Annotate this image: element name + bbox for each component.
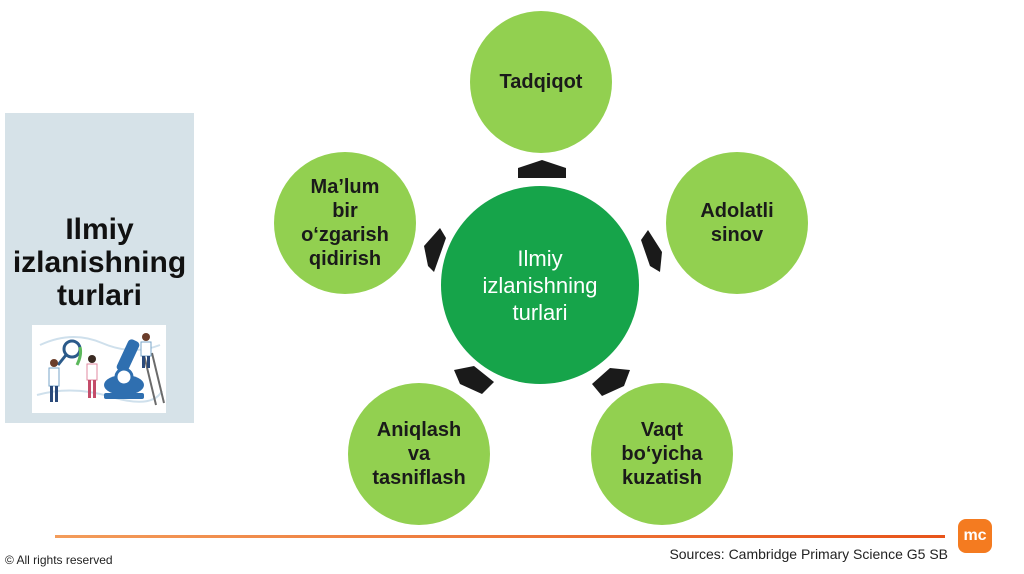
node-line: va bbox=[407, 443, 431, 465]
arrow-lower-left-icon bbox=[454, 366, 494, 394]
side-panel: Ilmiy izlanishning turlari bbox=[5, 113, 194, 423]
side-title-line: Ilmiy bbox=[65, 213, 134, 246]
node-adolatli-sinov: Adolatli sinov bbox=[666, 152, 808, 294]
sources-text: Sources: Cambridge Primary Science G5 SB bbox=[669, 546, 948, 562]
node-line: qidirish bbox=[308, 248, 382, 270]
scientists-illustration-icon bbox=[36, 333, 165, 406]
copyright-text: © All rights reserved bbox=[5, 553, 113, 567]
node-line: bo‘yicha bbox=[621, 443, 703, 465]
center-node: Ilmiy izlanishning turlari bbox=[441, 186, 639, 384]
mc-logo: mc bbox=[958, 519, 992, 553]
node-line: Aniqlash bbox=[376, 419, 462, 441]
node-line: bir bbox=[332, 200, 358, 222]
node-line: o‘zgarish bbox=[301, 224, 389, 246]
arrow-right-icon bbox=[641, 230, 662, 272]
side-title-line: izlanishning bbox=[12, 246, 187, 279]
side-title-line: turlari bbox=[56, 279, 143, 312]
arrow-up-icon bbox=[518, 160, 566, 178]
center-line: Ilmiy bbox=[517, 245, 563, 271]
node-line: tasniflash bbox=[372, 467, 466, 489]
arrow-lower-right-icon bbox=[592, 368, 630, 396]
footer-divider bbox=[55, 535, 945, 538]
node-tadqiqot: Tadqiqot bbox=[470, 11, 612, 153]
node-line: Ma’lum bbox=[310, 176, 380, 198]
node-line: Vaqt bbox=[640, 419, 684, 441]
node-line: Adolatli bbox=[700, 200, 774, 222]
node-line: sinov bbox=[710, 224, 764, 246]
center-line: turlari bbox=[512, 299, 568, 325]
node-line: Tadqiqot bbox=[499, 71, 583, 93]
node-malum-bir-ozgarish-qidirish: Ma’lum bir o‘zgarish qidirish bbox=[274, 152, 416, 294]
center-line: izlanishning bbox=[482, 272, 598, 298]
scientists-illustration bbox=[32, 325, 166, 413]
arrow-left-icon bbox=[424, 228, 446, 272]
node-aniqlash-va-tasniflash: Aniqlash va tasniflash bbox=[348, 383, 490, 525]
side-title: Ilmiy izlanishning turlari bbox=[5, 213, 194, 312]
node-line: kuzatish bbox=[621, 467, 702, 489]
node-vaqt-boyicha-kuzatish: Vaqt bo‘yicha kuzatish bbox=[591, 383, 733, 525]
